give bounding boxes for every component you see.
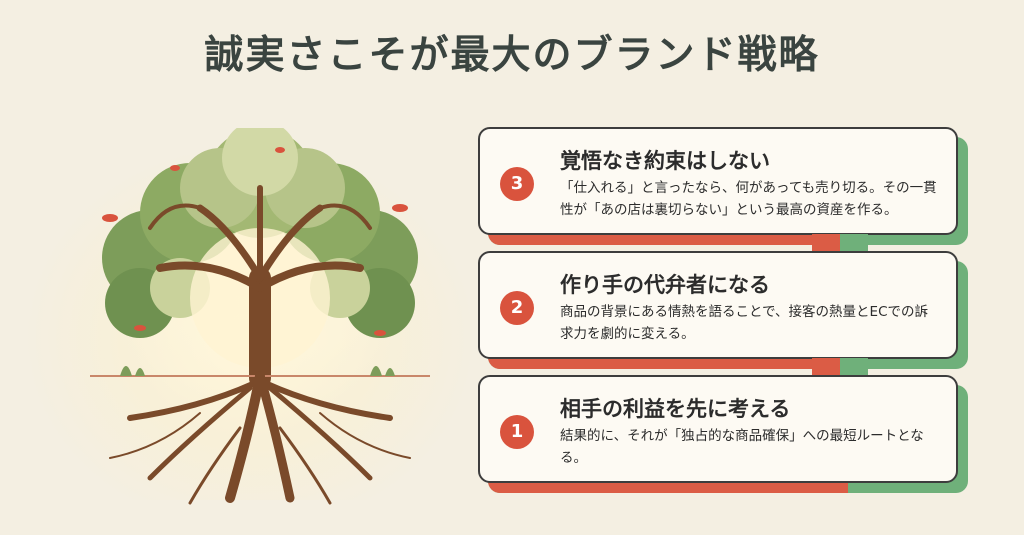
step-description: 結果的に、それが「独占的な商品確保」への最短ルートとなる。 [560, 428, 924, 466]
step-description: 商品の背景にある情熱を語ることで、接客の熱量とECでの訴求力を劇的に変える。 [560, 304, 929, 342]
step-number-badge: 2 [500, 291, 534, 325]
step-number-badge: 3 [500, 167, 534, 201]
step-card-2: 2 作り手の代弁者になる 商品の背景にある情熱を語ることで、接客の熱量とECでの… [478, 251, 968, 369]
step-card-1: 1 相手の利益を先に考える 結果的に、それが「独占的な商品確保」への最短ルートと… [478, 375, 968, 493]
page-title: 誠実さこそが最大のブランド戦略 [204, 33, 820, 78]
card-body: 2 作り手の代弁者になる 商品の背景にある情熱を語ることで、接客の熱量とECでの… [478, 251, 958, 359]
connector [812, 358, 868, 380]
step-heading: 覚悟なき約束はしない [560, 149, 770, 173]
connector [812, 234, 868, 256]
tree-with-roots-illustration [90, 128, 430, 505]
step-card-3: 3 覚悟なき約束はしない 「仕入れる」と言ったなら、何があっても売り切る。その一… [478, 127, 968, 245]
step-description: 「仕入れる」と言ったなら、何があっても売り切る。その一貫性が「あの店は裏切らない… [560, 180, 937, 218]
step-heading: 作り手の代弁者になる [560, 273, 770, 297]
step-number-badge: 1 [500, 415, 534, 449]
card-body: 1 相手の利益を先に考える 結果的に、それが「独占的な商品確保」への最短ルートと… [478, 375, 958, 483]
step-heading: 相手の利益を先に考える [560, 397, 791, 421]
card-body: 3 覚悟なき約束はしない 「仕入れる」と言ったなら、何があっても売り切る。その一… [478, 127, 958, 235]
